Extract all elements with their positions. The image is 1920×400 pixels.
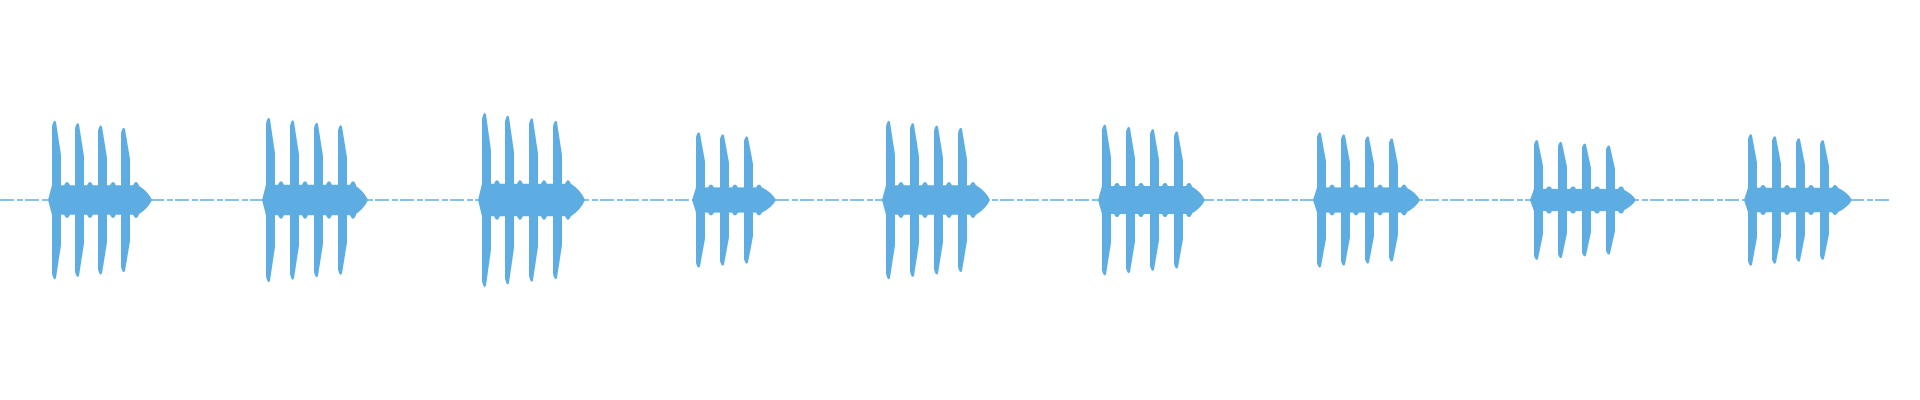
burst-pulse (1582, 143, 1591, 257)
burst-lobe (968, 181, 978, 219)
waveform-burst (1313, 132, 1420, 268)
burst-pulse (1389, 138, 1398, 262)
burst-lobe (1806, 185, 1816, 215)
burst-pulse (266, 117, 275, 283)
burst-lobe (1375, 184, 1385, 216)
burst-pulse (553, 120, 562, 280)
waveform-burst (262, 117, 368, 283)
burst-lobe (1758, 185, 1768, 215)
waveform-bursts (48, 113, 1852, 287)
burst-pulse (1174, 131, 1183, 269)
burst-pulse (1534, 140, 1543, 260)
burst-lobe (1399, 184, 1409, 216)
burst-pulse (1126, 126, 1135, 274)
waveform-burst (882, 120, 990, 280)
burst-pulse (482, 113, 491, 287)
burst-pulse (52, 120, 61, 280)
burst-pulse (1317, 132, 1326, 268)
burst-lobe (944, 181, 954, 219)
burst-pulse (696, 132, 705, 268)
burst-lobe (920, 181, 930, 219)
burst-lobe (896, 181, 906, 219)
burst-pulse (958, 127, 967, 273)
burst-pulse (1772, 136, 1781, 264)
burst-pulse (744, 136, 753, 264)
burst-pulse (338, 125, 347, 275)
burst-lobe (348, 181, 358, 219)
burst-lobe (563, 180, 573, 220)
burst-lobe (515, 180, 525, 220)
burst-lobe (1544, 186, 1554, 214)
burst-lobe (754, 184, 764, 216)
burst-pulse (1796, 138, 1805, 262)
waveform-burst (1530, 140, 1636, 260)
burst-pulse (290, 120, 299, 280)
burst-pulse (98, 125, 107, 275)
burst-pulse (934, 125, 943, 275)
burst-pulse (1341, 134, 1350, 266)
burst-pulse (886, 120, 895, 280)
burst-pulse (1748, 134, 1757, 266)
burst-lobe (1830, 185, 1840, 215)
burst-lobe (730, 184, 740, 216)
burst-pulse (75, 123, 84, 277)
burst-pulse (720, 134, 729, 266)
burst-lobe (1592, 186, 1602, 214)
burst-lobe (1782, 185, 1792, 215)
burst-lobe (1327, 184, 1337, 216)
burst-lobe (300, 181, 310, 219)
burst-lobe (108, 181, 118, 219)
waveform-burst (692, 132, 776, 268)
burst-pulse (121, 127, 130, 273)
burst-lobe (324, 181, 334, 219)
waveform-burst (1098, 124, 1205, 276)
burst-pulse (1102, 124, 1111, 276)
burst-lobe (706, 184, 716, 216)
burst-lobe (131, 181, 141, 219)
burst-lobe (539, 180, 549, 220)
burst-pulse (505, 115, 514, 285)
burst-pulse (1820, 140, 1829, 260)
burst-pulse (1365, 136, 1374, 264)
burst-lobe (1112, 182, 1122, 218)
waveform-burst (48, 120, 152, 280)
burst-lobe (1184, 182, 1194, 218)
burst-lobe (1616, 186, 1626, 214)
burst-pulse (1558, 141, 1567, 259)
burst-pulse (529, 118, 538, 282)
burst-lobe (1351, 184, 1361, 216)
burst-pulse (910, 123, 919, 277)
waveform-burst (1744, 134, 1852, 266)
burst-lobe (85, 181, 95, 219)
burst-pulse (1150, 129, 1159, 271)
waveform-burst (478, 113, 585, 287)
burst-lobe (492, 180, 502, 220)
burst-lobe (1160, 182, 1170, 218)
burst-lobe (1568, 186, 1578, 214)
burst-lobe (62, 181, 72, 219)
burst-pulse (314, 122, 323, 278)
burst-lobe (1136, 182, 1146, 218)
burst-pulse (1606, 145, 1615, 255)
burst-lobe (276, 181, 286, 219)
